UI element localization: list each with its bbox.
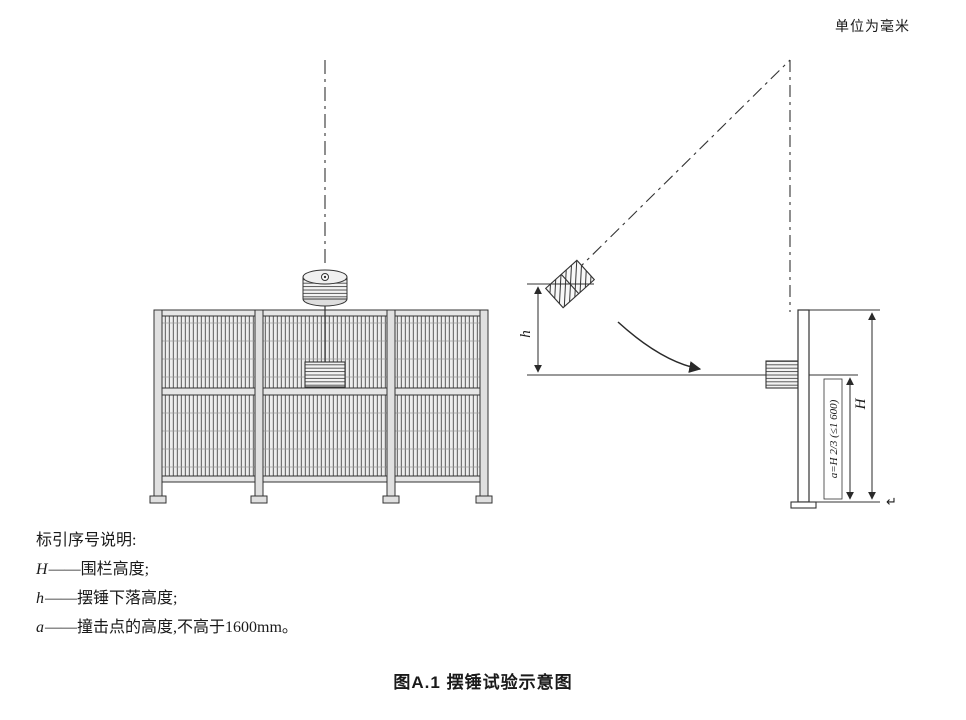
legend: 标引序号说明: H——围栏高度; h——摆锤下落高度; a——撞击点的高度,不高… <box>36 526 298 642</box>
dimension-H: H <box>853 312 876 500</box>
pendulum-weight-cylinder <box>302 269 348 307</box>
return-mark: ↵ <box>886 494 897 509</box>
dimension-h: h <box>518 283 594 373</box>
pendulum-test-diagram: h a=H 2/3 (≤1 600) <box>149 59 897 509</box>
striker-block-front <box>304 361 346 388</box>
unit-note: 单位为毫米 <box>835 18 910 34</box>
figure-caption: 图A.1 摆锤试验示意图 <box>393 673 573 692</box>
fence-front-view <box>149 309 493 504</box>
fence-panel-3 <box>394 309 481 483</box>
legend-item-H: H——围栏高度; <box>36 555 298 584</box>
side-view: h a=H 2/3 (≤1 600) <box>518 59 897 509</box>
legend-desc-H: ——围栏高度; <box>48 561 150 578</box>
pendulum-front-view <box>302 60 348 388</box>
legend-var-a: a <box>36 619 44 636</box>
extension-lines <box>809 309 880 503</box>
striker-block-side <box>765 360 799 389</box>
dimension-a: a=H 2/3 (≤1 600) <box>823 377 854 500</box>
legend-item-h: h——摆锤下落高度; <box>36 584 298 613</box>
dimension-H-label: H <box>853 397 869 410</box>
legend-var-h: h <box>36 590 44 607</box>
swing-path-line <box>574 59 791 273</box>
legend-desc-h: ——摆锤下落高度; <box>45 590 178 607</box>
legend-var-H: H <box>36 561 48 578</box>
dimension-h-label: h <box>518 330 534 338</box>
fence-panel-1 <box>161 309 256 483</box>
fence-side-view <box>790 309 817 509</box>
legend-desc-a: ——撞击点的高度,不高于1600mm。 <box>45 619 298 636</box>
dimension-a-label: a=H 2/3 (≤1 600) <box>828 399 840 478</box>
legend-item-a: a——撞击点的高度,不高于1600mm。 <box>36 613 298 642</box>
swing-direction-arrow <box>617 321 702 373</box>
legend-title: 标引序号说明: <box>36 532 137 549</box>
